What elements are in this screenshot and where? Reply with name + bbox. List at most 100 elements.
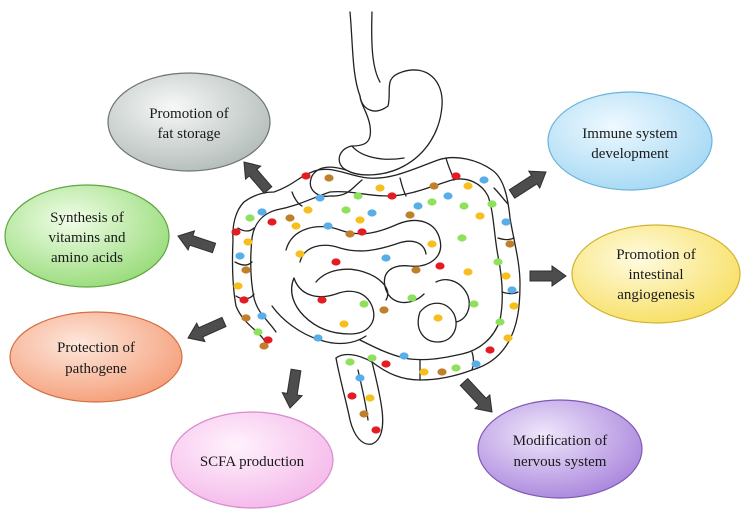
bacterium-green bbox=[427, 198, 437, 206]
bacterium-red bbox=[267, 218, 277, 226]
bacterium-green bbox=[459, 202, 469, 210]
bacterium-blue bbox=[315, 194, 325, 202]
oval-vitamins: Synthesis of vitamins and amino acids bbox=[4, 184, 170, 288]
bacterium-green bbox=[407, 294, 417, 302]
bacterium-yellow bbox=[475, 212, 485, 220]
oval-immune: Immune system development bbox=[547, 91, 713, 191]
bacterium-yellow bbox=[463, 268, 473, 276]
oval-immune-shape bbox=[547, 91, 713, 191]
bacterium-yellow bbox=[243, 238, 253, 246]
colon-outline-outer bbox=[231, 156, 521, 381]
bacterium-yellow bbox=[339, 320, 349, 328]
bacterium-green bbox=[457, 234, 467, 242]
bacterium-blue bbox=[413, 202, 423, 210]
arrow-to-immune bbox=[508, 170, 547, 199]
bacterium-brown bbox=[259, 342, 269, 350]
oval-pathogene-shape bbox=[9, 311, 183, 403]
bacterium-green bbox=[253, 328, 263, 336]
bacterium-red bbox=[381, 360, 391, 368]
bacterium-red bbox=[371, 426, 381, 434]
haustra-fold bbox=[501, 291, 519, 295]
bacterium-blue bbox=[471, 360, 481, 368]
small-intestine-loop bbox=[290, 277, 375, 335]
gut-illustration bbox=[231, 11, 521, 445]
oval-fat-storage-line-1: Promotion of bbox=[149, 106, 229, 122]
bacterium-yellow bbox=[427, 240, 437, 248]
haustra-fold bbox=[399, 177, 407, 197]
bacterium-red bbox=[435, 262, 445, 270]
colon-outline-inner bbox=[250, 178, 503, 361]
bacterium-red bbox=[239, 296, 249, 304]
esophagus-outline bbox=[371, 11, 381, 83]
bacterium-yellow bbox=[355, 216, 365, 224]
bacterium-green bbox=[451, 364, 461, 372]
bacterium-yellow bbox=[295, 250, 305, 258]
bacterium-green bbox=[245, 214, 255, 222]
bacterium-brown bbox=[345, 230, 355, 238]
rectum-outline bbox=[335, 357, 384, 445]
bacterium-blue bbox=[399, 352, 409, 360]
oval-vitamins-shape bbox=[4, 184, 170, 288]
bacterium-brown bbox=[324, 174, 334, 182]
bacterium-red bbox=[357, 228, 367, 236]
bacterium-brown bbox=[437, 368, 447, 376]
oval-scfa: SCFA production bbox=[170, 411, 334, 509]
bacterium-brown bbox=[429, 182, 439, 190]
oval-fat-storage-shape bbox=[107, 72, 271, 172]
oval-vitamins-line-3: amino acids bbox=[51, 250, 123, 266]
bacterium-yellow bbox=[291, 222, 301, 230]
bacterium-yellow bbox=[503, 334, 513, 342]
arrow-to-fat-storage bbox=[243, 161, 273, 195]
bacterium-blue bbox=[381, 254, 391, 262]
bacterium-blue bbox=[235, 252, 245, 260]
bacterium-yellow bbox=[501, 272, 511, 280]
oval-scfa-shape bbox=[170, 411, 334, 509]
stomach-outline bbox=[338, 69, 443, 176]
oval-angiogenesis: Promotion of intestinal angiogenesis bbox=[571, 224, 741, 324]
bacterium-green bbox=[353, 192, 363, 200]
bacterium-red bbox=[301, 172, 311, 180]
bacterium-green bbox=[487, 200, 497, 208]
bacterium-green bbox=[359, 300, 369, 308]
haustra-fold bbox=[237, 227, 255, 232]
oval-vitamins-line-2: vitamins and bbox=[48, 230, 126, 246]
oval-angiogenesis-line-1: Promotion of bbox=[616, 247, 696, 263]
bacterium-green bbox=[495, 318, 505, 326]
bacterium-red bbox=[263, 336, 273, 344]
small-intestine-loop bbox=[315, 268, 389, 301]
bacterium-brown bbox=[411, 266, 421, 274]
oval-immune-line-1: Immune system bbox=[582, 126, 678, 142]
oval-vitamins-line-1: Synthesis of bbox=[50, 210, 124, 226]
oval-nervous-line-1: Modification of bbox=[513, 433, 608, 449]
bacterium-brown bbox=[379, 306, 389, 314]
bacterium-yellow bbox=[233, 282, 243, 290]
oval-angiogenesis-shape bbox=[571, 224, 741, 324]
arrow-to-angiogenesis bbox=[529, 265, 567, 287]
bacterium-red bbox=[317, 296, 327, 304]
bacterium-yellow bbox=[365, 394, 375, 402]
duodenum-outline bbox=[329, 179, 363, 197]
oval-scfa-line-1: SCFA production bbox=[200, 454, 305, 470]
bacterium-brown bbox=[359, 410, 369, 418]
bacterium-blue bbox=[443, 192, 453, 200]
bacterium-green bbox=[493, 258, 503, 266]
bacterium-green bbox=[341, 206, 351, 214]
oval-immune-line-2: development bbox=[591, 146, 669, 162]
haustra-fold bbox=[234, 261, 253, 266]
oval-nervous-line-2: nervous system bbox=[514, 454, 607, 470]
bacterium-blue bbox=[257, 312, 267, 320]
bacterium-red bbox=[231, 228, 241, 236]
bacterium-brown bbox=[505, 240, 515, 248]
bacterium-brown bbox=[285, 214, 295, 222]
stomach-fold bbox=[351, 145, 405, 160]
bacterium-red bbox=[451, 172, 461, 180]
haustra-fold bbox=[493, 187, 509, 205]
bacterium-blue bbox=[501, 218, 511, 226]
haustra-fold bbox=[291, 191, 303, 207]
oval-fat-storage: Promotion of fat storage bbox=[107, 72, 271, 172]
bacterium-red bbox=[331, 258, 341, 266]
arrow-to-pathogene bbox=[187, 316, 227, 343]
bacterium-brown bbox=[405, 211, 415, 219]
bacterium-yellow bbox=[375, 184, 385, 192]
